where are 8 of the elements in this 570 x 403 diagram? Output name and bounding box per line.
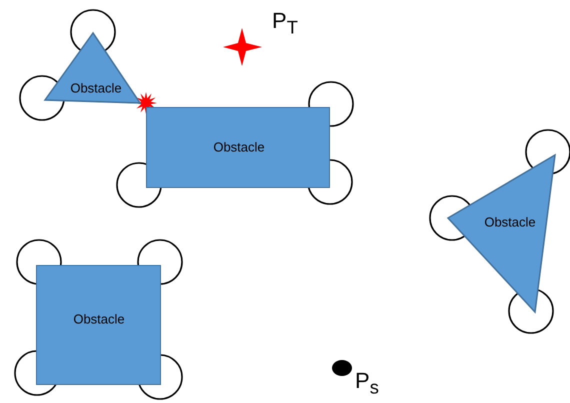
- obstacle-label: Obstacle: [213, 140, 265, 154]
- obstacle-rectangle: [146, 107, 330, 188]
- obstacle-rectangle: [36, 265, 161, 385]
- obstacle-label: Obstacle: [73, 312, 125, 326]
- obstacle-label: Obstacle: [484, 214, 536, 230]
- obstacle-label: Obstacle: [70, 80, 122, 96]
- point-label: P$_{s}$: [355, 368, 379, 398]
- point-label: P$_{T}$: [272, 8, 298, 38]
